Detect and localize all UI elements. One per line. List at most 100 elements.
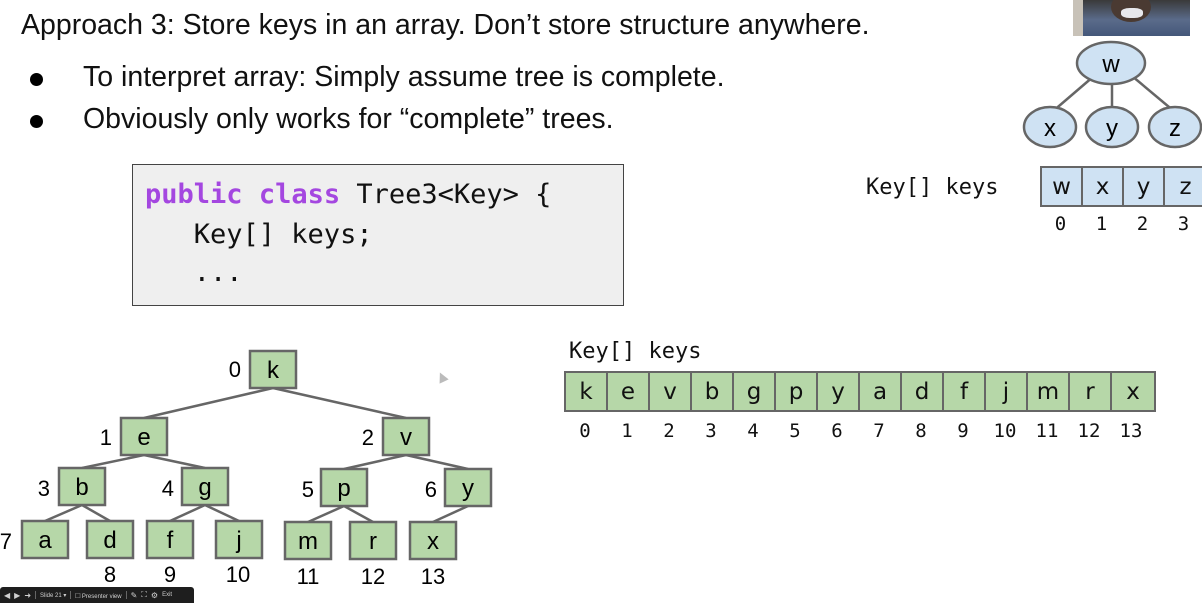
array-cell: f: [944, 373, 986, 410]
tree-edge: [272, 386, 407, 420]
gear-icon[interactable]: ⚙: [150, 590, 159, 600]
bullet-text: Obviously only works for “complete” tree…: [83, 103, 614, 135]
code-keyword: public: [145, 179, 243, 210]
small-tree-node: [1084, 105, 1140, 149]
array-index-label: 8: [915, 420, 927, 442]
tree-node: [443, 467, 493, 508]
array-cell: e: [608, 373, 650, 410]
array-index-label: 3: [1177, 213, 1190, 235]
code-line: Key[] keys;: [145, 219, 373, 250]
array-cell: y: [1124, 168, 1165, 205]
previous-arrow-icon[interactable]: ◀: [4, 590, 11, 600]
tree-node: [214, 519, 264, 560]
tree-node-key: g: [198, 474, 211, 501]
tree-edge: [81, 453, 145, 470]
tree-edge: [169, 503, 206, 523]
tree-node-index: 11: [297, 564, 320, 589]
tree-edge: [204, 503, 240, 523]
array-cell: x: [1112, 373, 1154, 410]
chevron-down-icon: ▾: [63, 592, 67, 599]
pen-icon[interactable]: ✎: [130, 590, 138, 600]
array-cell: k: [566, 373, 608, 410]
tree-node: [283, 520, 333, 561]
tree-node-key: d: [103, 527, 116, 554]
tree-node-index: 1: [100, 425, 112, 450]
tree-node: [348, 520, 398, 561]
tree-node-index: 7: [0, 529, 12, 554]
tree-node-index: 5: [302, 477, 314, 502]
array-cell: m: [1028, 373, 1070, 410]
monitor-icon: □: [75, 590, 81, 600]
tree-node-index: 2: [362, 425, 374, 450]
tree-edge: [343, 453, 407, 471]
webcam-mask: [1121, 8, 1143, 18]
tree-node-index: 3: [38, 476, 50, 501]
tree-node-index: 8: [104, 562, 116, 587]
code-line: ...: [145, 257, 243, 288]
array-index-label: 6: [831, 420, 843, 442]
play-icon[interactable]: ▶: [14, 590, 21, 600]
tree-node: [319, 467, 369, 508]
tree-edge: [143, 386, 274, 420]
tree-edge: [44, 503, 83, 523]
presenter-view-label: Presenter view: [81, 593, 122, 600]
tree-node-key: f: [167, 527, 174, 554]
fullscreen-icon[interactable]: ⛶: [141, 590, 147, 599]
bullet-dot-icon: [30, 73, 43, 86]
tree-edge: [81, 503, 111, 523]
tree-node-key: m: [298, 528, 318, 555]
array-index-label: 1: [621, 420, 633, 442]
array-index-label: 1: [1095, 213, 1108, 235]
tree-node-index: 9: [164, 562, 176, 587]
small-tree-node: [1147, 105, 1202, 149]
webcam-video: [1073, 0, 1190, 36]
small-tree-node-label: z: [1169, 115, 1181, 142]
array-index-label: 2: [663, 420, 675, 442]
array-cell: y: [818, 373, 860, 410]
slide-title: Approach 3: Store keys in an array. Don’…: [21, 9, 870, 41]
small-tree-node: [1022, 105, 1078, 149]
array-cell: w: [1042, 168, 1083, 205]
tree-node-index: 13: [421, 564, 445, 589]
small-tree-node-label: y: [1106, 115, 1118, 142]
tree-edge: [1051, 75, 1095, 113]
tree-node-key: r: [369, 528, 377, 555]
tree-edge: [143, 453, 206, 470]
presenter-toolbar: ◀ ▶ ➜ Slide 21 ▾ □ Presenter view ✎ ⛶ ⚙ …: [0, 587, 194, 603]
small-tree-node-label: x: [1044, 115, 1056, 142]
array-index-label: 7: [873, 420, 885, 442]
code-keyword: class: [258, 179, 341, 210]
small-tree-node-label: w: [1101, 51, 1120, 78]
toolbar-divider: [125, 591, 127, 599]
array-index-label: 3: [705, 420, 717, 442]
tree-edge: [1131, 75, 1176, 113]
presenter-view-button[interactable]: □ Presenter view: [75, 591, 121, 600]
array-index-label: 9: [957, 420, 969, 442]
tree-node-key: k: [267, 357, 280, 384]
array-cell: r: [1070, 373, 1112, 410]
small-tree-node: [1075, 40, 1147, 86]
tree-node-index: 12: [361, 564, 385, 589]
tree-node-key: p: [337, 475, 350, 502]
array-index-label: 2: [1136, 213, 1149, 235]
array-cell: x: [1083, 168, 1124, 205]
tree-edge: [343, 504, 374, 524]
array-cell: v: [650, 373, 692, 410]
array-cell: d: [902, 373, 944, 410]
toolbar-divider: [70, 591, 72, 599]
slide-selector[interactable]: Slide 21 ▾: [40, 592, 66, 599]
exit-button[interactable]: Exit: [162, 592, 173, 598]
next-arrow-icon[interactable]: ➜: [24, 590, 32, 600]
array-index-label: 4: [747, 420, 759, 442]
tree-node: [20, 519, 70, 560]
code-line: public class Tree3<Key> {: [145, 179, 551, 210]
array-cell: j: [986, 373, 1028, 410]
tree-node-key: j: [235, 527, 241, 554]
code-text: Tree3<Key> {: [340, 179, 552, 210]
small-array-label: Key[] keys: [866, 175, 999, 200]
